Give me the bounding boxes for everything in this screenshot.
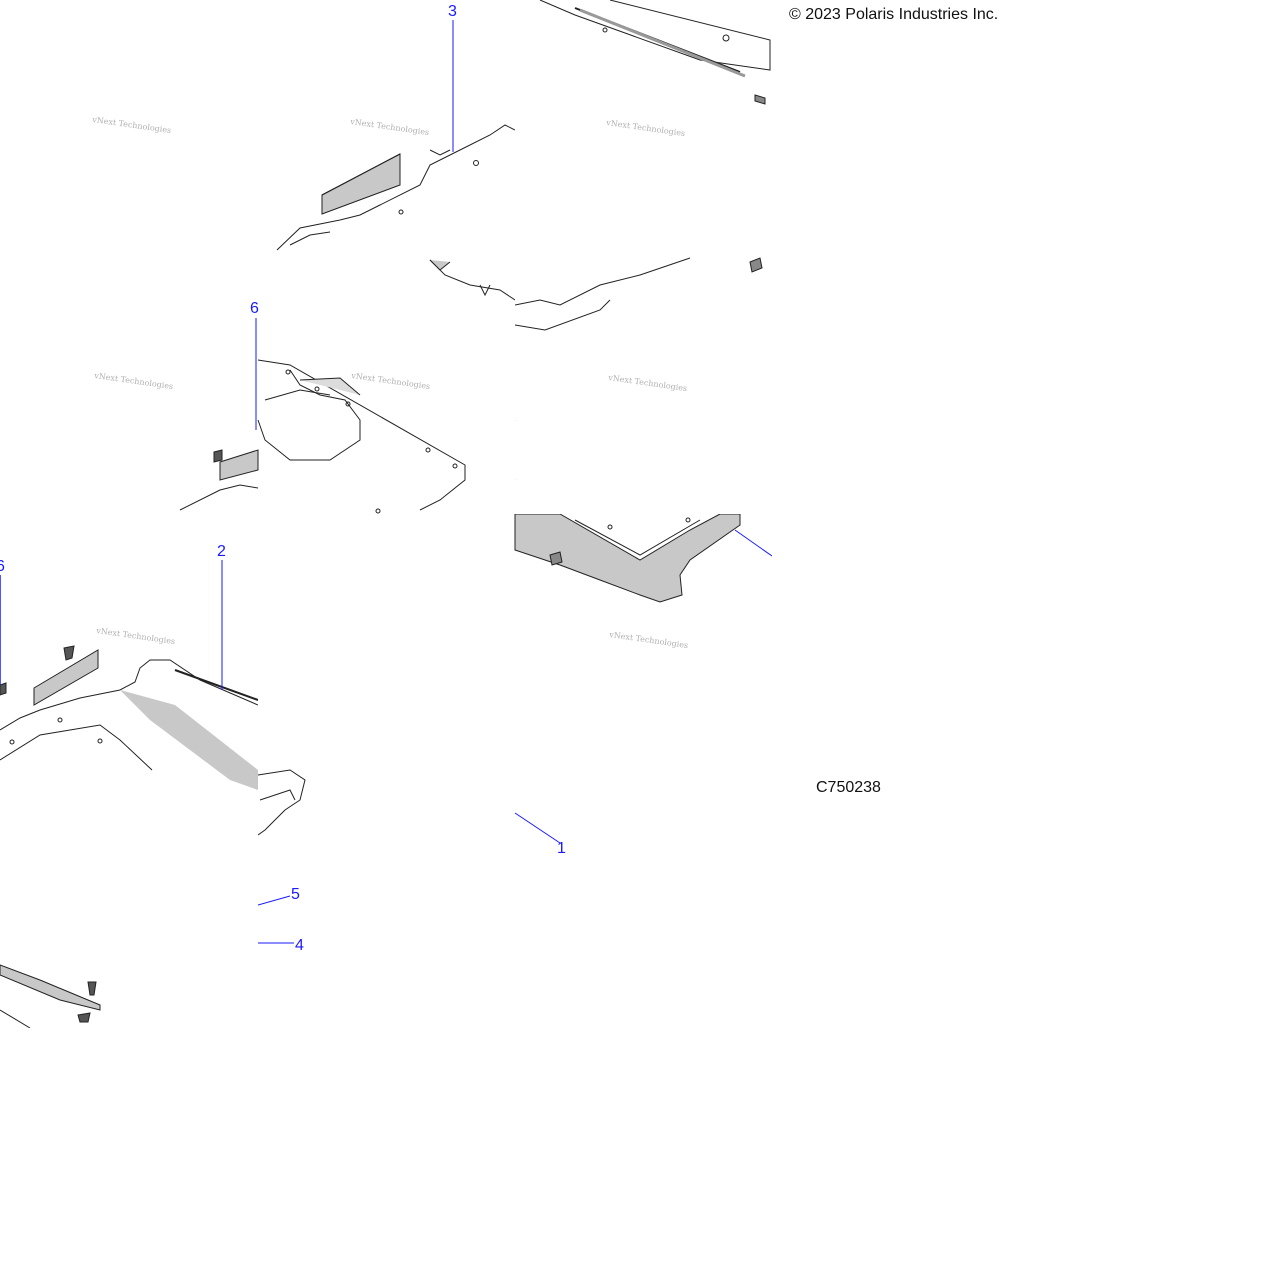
- callout-6: 6: [250, 300, 259, 317]
- watermark: vNext Technologies: [350, 371, 431, 391]
- floor-panel-part-3-right: [539, 0, 771, 105]
- callout-4: 4: [295, 937, 304, 954]
- watermark: vNext Technologies: [608, 630, 689, 650]
- watermark: vNext Technologies: [95, 626, 176, 646]
- callout-5: 5: [291, 886, 300, 903]
- watermark: vNext Technologies: [605, 118, 686, 138]
- illustration-code: C750238: [816, 779, 881, 796]
- watermark: vNext Technologies: [349, 117, 430, 137]
- callout-3: 3: [448, 3, 457, 20]
- watermark: vNext Technologies: [91, 115, 172, 135]
- callout-1: 1: [557, 840, 566, 857]
- seat-base-part-6: [179, 259, 515, 514]
- floor-panel-part-2: [0, 560, 258, 1028]
- copyright-text: © 2023 Polaris Industries Inc.: [789, 6, 999, 23]
- watermark: vNext Technologies: [93, 371, 174, 391]
- floor-panel-part-1-upper: [515, 257, 763, 480]
- callout-6: 6: [0, 558, 5, 575]
- floor-panel-part-1: [258, 514, 772, 944]
- callout-2: 2: [217, 543, 226, 560]
- floor-panel-part-3: [276, 124, 515, 251]
- watermark: vNext Technologies: [607, 373, 688, 393]
- callout-labels: 3 6 6 2 1 5 4: [0, 3, 566, 954]
